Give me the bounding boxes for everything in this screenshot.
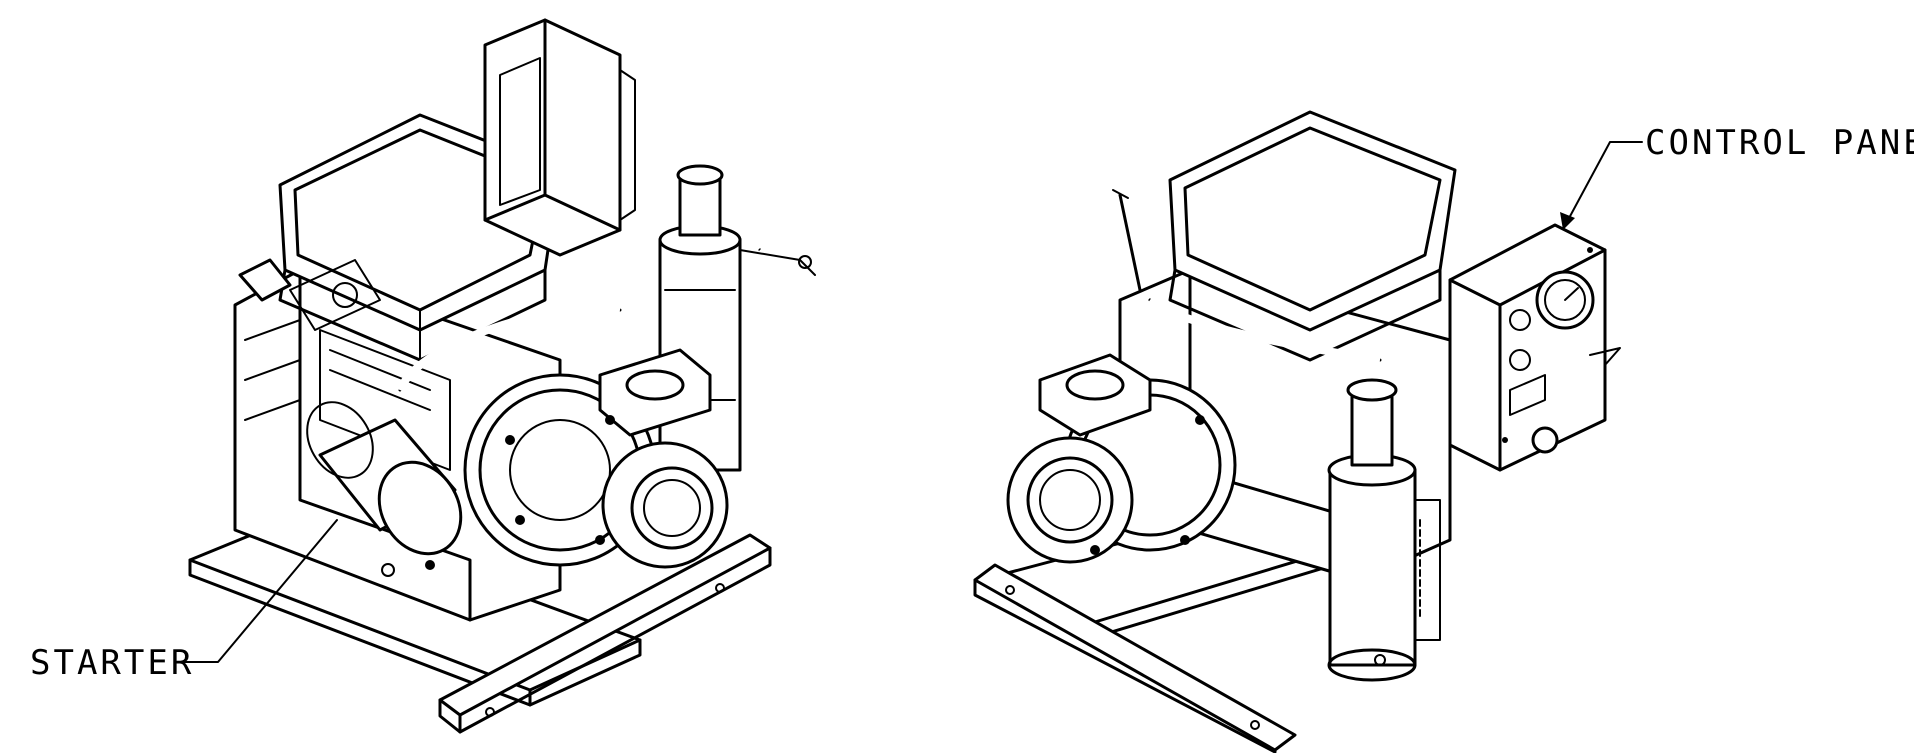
left-base-frame xyxy=(188,513,772,734)
right-pump-assembly xyxy=(973,110,1621,753)
right-engine-shroud xyxy=(1168,110,1457,362)
right-control-panel-box xyxy=(1448,223,1621,472)
left-starter-motor xyxy=(306,401,463,577)
right-dipstick xyxy=(1112,189,1142,292)
right-pump-volute xyxy=(1006,353,1237,564)
left-filter-tower xyxy=(483,18,636,257)
left-pump-volute xyxy=(463,348,729,569)
control-panel-label: CONTROL PANEL xyxy=(1645,123,1914,163)
throttle-knob-icon xyxy=(1531,426,1559,454)
left-strainer xyxy=(658,164,816,472)
left-pump-assembly xyxy=(188,18,816,734)
starter-label: STARTER xyxy=(30,643,194,683)
right-strainer xyxy=(1327,378,1441,682)
starter-callout: STARTER xyxy=(30,519,338,683)
control-panel-callout: CONTROL PANEL xyxy=(1560,123,1914,230)
left-engine-side-parts xyxy=(238,258,381,331)
